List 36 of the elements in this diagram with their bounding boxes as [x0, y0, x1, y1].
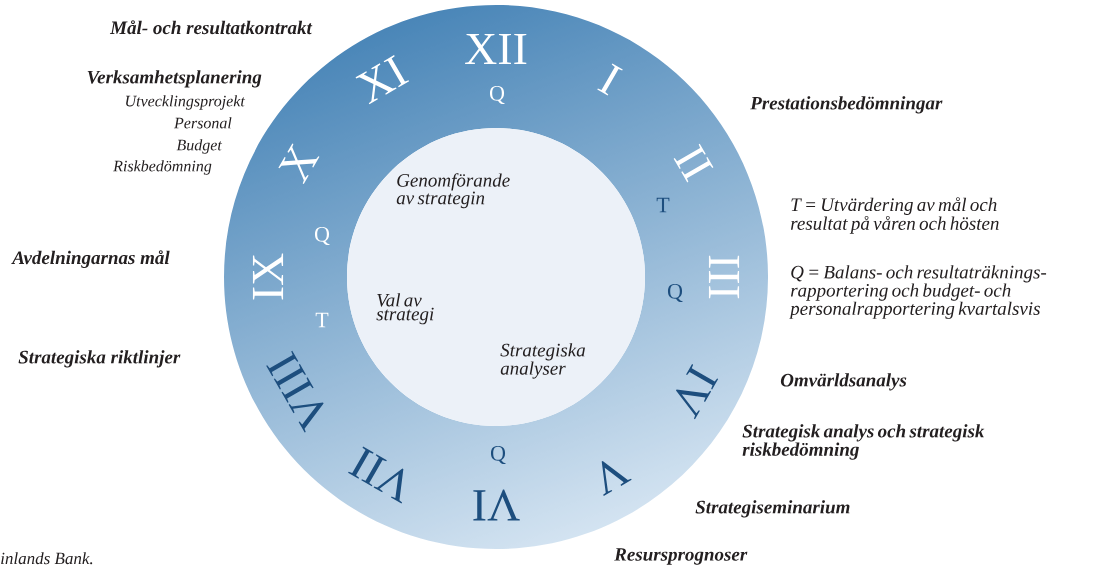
note-text: Q = Balans- och resultaträknings- rapportering och budget- och personalrapportering kvartalsvis — [789, 265, 1047, 319]
phase-label: Genomförande av strategin — [396, 173, 510, 209]
period-marker: Q — [490, 445, 506, 465]
roman-numeral: VI — [473, 489, 520, 521]
note-text: Riskbedömning — [113, 160, 212, 175]
heading-label: Verksamhetsplanering — [87, 70, 262, 88]
heading-label: Mål- och resultatkontrakt — [109, 20, 313, 35]
phase-label: Val av strategi — [376, 293, 434, 325]
roman-numeral: XI — [355, 55, 410, 105]
note-text: Utvecklingsprojekt — [126, 95, 246, 110]
heading-label: Resursprognoser — [614, 548, 748, 565]
note-text: Personal — [173, 117, 232, 129]
phase-label: Strategiska analyser — [500, 343, 585, 379]
roman-numeral: X — [278, 143, 320, 185]
heading-label: Strategisk analys och strategisk riskbedömning — [742, 424, 985, 460]
heading-label: Omvärldsanalys — [780, 373, 907, 391]
roman-numeral: I — [597, 63, 623, 96]
note-text: inlands Bank. — [1, 552, 93, 565]
heading-label: Strategiska riktlinjer — [18, 350, 181, 368]
heading-label: Strategiseminarium — [695, 500, 850, 518]
period-marker: Q — [489, 85, 505, 105]
period-marker: T — [315, 312, 329, 328]
roman-numeral: V — [601, 460, 632, 496]
period-marker: T — [656, 197, 670, 213]
note-text: T = Utvärdering av mål och resultat på våren och hösten — [790, 197, 999, 234]
period-marker: Q — [314, 226, 330, 246]
period-marker: Q — [667, 283, 683, 303]
heading-label: Avdelningarnas mål — [11, 250, 170, 268]
roman-numeral: II — [673, 143, 714, 183]
roman-numeral: IV — [676, 364, 719, 420]
roman-numeral: IX — [252, 253, 284, 300]
heading-label: Prestationsbedömningar — [750, 96, 943, 114]
roman-numeral: III — [708, 255, 740, 299]
roman-numeral: XII — [465, 33, 527, 65]
roman-numeral: VII — [348, 446, 404, 504]
note-text: Budget — [176, 139, 223, 154]
